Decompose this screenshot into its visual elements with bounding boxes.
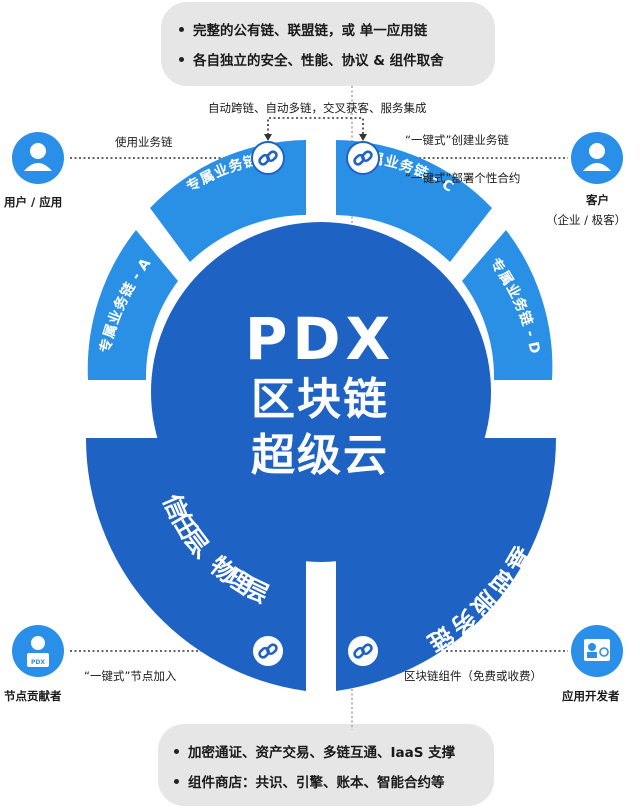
chain-link-icon <box>251 141 285 175</box>
customer-sub-label: （企业 / 极客） <box>546 213 627 227</box>
center-title-supercloud: 超级云 <box>251 430 389 481</box>
user-icon <box>12 132 64 184</box>
use-chain-label: 使用业务链 <box>115 135 173 149</box>
bottom-info-line-1: 加密通证、资产交易、多链互通、IaaS 支撑 <box>174 741 455 761</box>
user-app-label: 用户 / 应用 <box>4 195 63 209</box>
segment-c <box>336 140 492 262</box>
bottom-info-box: 加密通证、资产交易、多链互通、IaaS 支撑 组件商店：共识、引擎、账本、智能合… <box>158 724 494 806</box>
bullet-icon <box>179 26 184 32</box>
bullet-icon <box>174 778 179 784</box>
center-title-blockchain: 区块链 <box>251 374 389 425</box>
customer-label: 客户 <box>586 193 609 207</box>
center-title-pdx: PDX <box>244 305 396 373</box>
customer-icon <box>571 132 623 184</box>
node-contributor-icon: PDX <box>12 625 64 677</box>
join-node-label: “一键式”节点加入 <box>84 669 177 683</box>
developer-icon <box>571 625 623 677</box>
node-contributor-label: 节点贡献者 <box>4 689 62 703</box>
top-info-line-2: 各自独立的安全、性能、协议 & 组件取舍 <box>179 49 444 69</box>
bullet-icon <box>179 56 184 62</box>
top-info-box: 完整的公有链、联盟链，或 单一应用链 各自独立的安全、性能、协议 & 组件取舍 <box>161 2 495 86</box>
chain-link-icon <box>346 634 380 668</box>
chain-link-icon <box>251 634 285 668</box>
segment-a <box>87 230 178 380</box>
components-label: 区块链组件（免费或收费） <box>404 669 542 683</box>
cross-chain-label: 自动跨链、自动多链，交叉获客、服务集成 <box>208 101 427 115</box>
deploy-contract-label: “一键式”部署个性合约 <box>405 171 521 185</box>
center-circle <box>151 222 491 562</box>
chain-link-icon <box>346 141 380 175</box>
top-info-line-1: 完整的公有链、联盟链，或 单一应用链 <box>179 19 427 39</box>
bullet-icon <box>174 748 179 754</box>
create-chain-label: “一键式”创建业务链 <box>405 133 509 147</box>
app-developer-label: 应用开发者 <box>562 689 620 703</box>
bottom-info-line-2: 组件商店：共识、引擎、账本、智能合约等 <box>174 771 445 791</box>
svg-text:PDX: PDX <box>31 659 45 666</box>
segment-d <box>462 230 553 380</box>
